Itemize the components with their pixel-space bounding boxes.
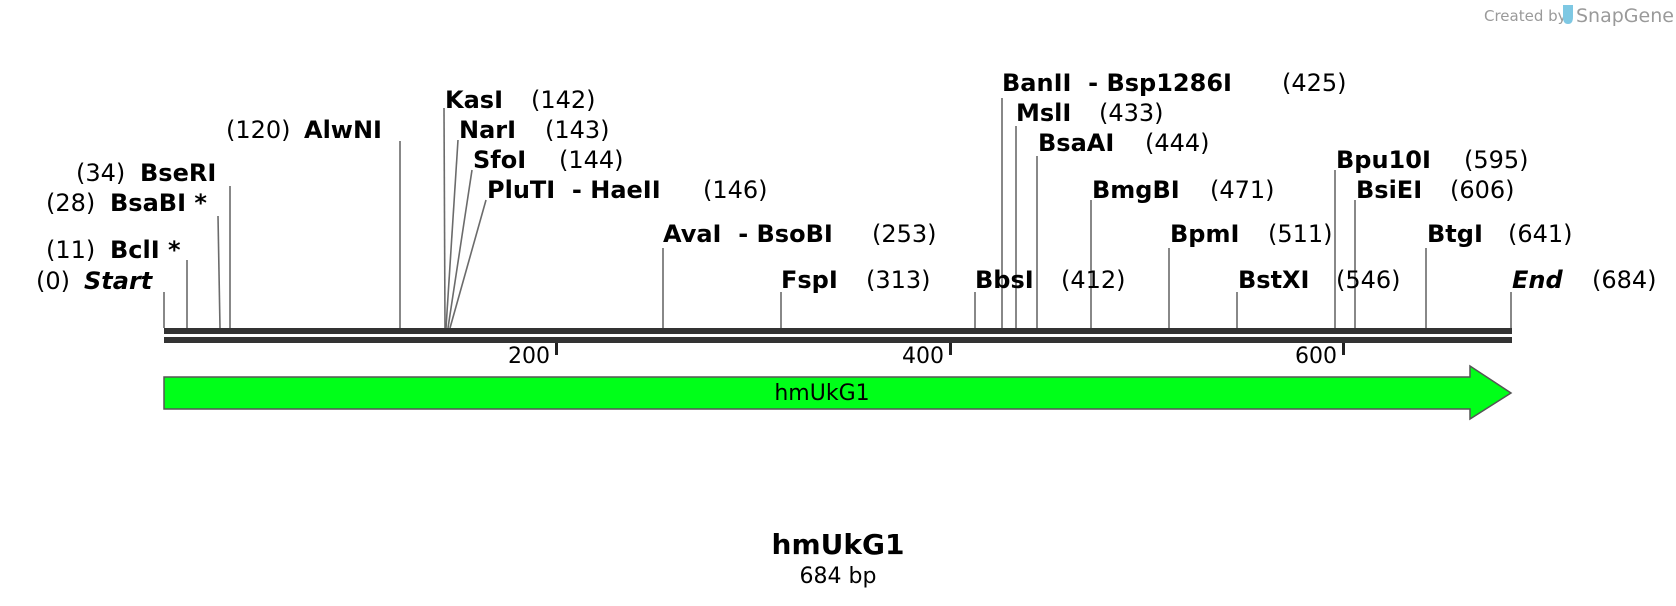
enzyme-name-start: Start — [84, 267, 154, 295]
ruler-tick-600 — [1342, 343, 1345, 355]
enzyme-name-bsiei: BsiEI — [1356, 176, 1422, 204]
enzyme-pos-bseri: (34) — [76, 159, 125, 187]
snapgene-logo-icon — [1563, 5, 1573, 24]
enzyme-pos-banii-bsp1286i: (425) — [1282, 69, 1347, 97]
enzyme-name-avai-bsobi: AvaI - BsoBI — [663, 220, 833, 248]
enzyme-name-msli: MslI — [1016, 99, 1071, 127]
enzyme-pos-pluti-haeii: (146) — [703, 176, 768, 204]
enzyme-name-sfoi: SfoI — [473, 146, 526, 174]
enzyme-name-bpu10i: Bpu10I — [1336, 146, 1431, 174]
enzyme-pos-end: (684) — [1592, 266, 1657, 294]
enzyme-pos-bpu10i: (595) — [1464, 146, 1529, 174]
kasi-line — [443, 107, 446, 329]
feature-arrow[interactable]: hmUkG1 — [163, 364, 1513, 421]
enzyme-pos-bsaai: (444) — [1145, 129, 1210, 157]
enzyme-pos-msli: (433) — [1099, 99, 1164, 127]
enzyme-name-bsabi: BsaBI * — [110, 189, 207, 217]
enzyme-name-pluti-haeii: PluTI - HaeII — [487, 176, 661, 204]
enzyme-pos-start: (0) — [36, 267, 70, 295]
enzyme-name-bstxi: BstXI — [1238, 266, 1309, 294]
enzyme-name-bmgbi: BmgBI — [1092, 176, 1180, 204]
enzyme-pos-alwni: (120) — [226, 116, 291, 144]
enzyme-name-nari: NarI — [459, 116, 516, 144]
ruler-label-200: 200 — [508, 344, 550, 369]
enzyme-pos-bsabi: (28) — [46, 189, 95, 217]
ruler-label-400: 400 — [902, 344, 944, 369]
bsabi-line — [217, 215, 221, 329]
enzyme-name-btgi: BtgI — [1427, 220, 1483, 248]
enzyme-pos-kasi: (142) — [531, 86, 596, 114]
enzyme-pos-nari: (143) — [545, 116, 610, 144]
ruler-tick-400 — [949, 343, 952, 355]
enzyme-name-end: End — [1512, 266, 1563, 294]
enzyme-pos-fspi: (313) — [866, 266, 931, 294]
enzyme-name-bseri: BseRI — [140, 159, 216, 187]
ruler-tick-200 — [555, 343, 558, 355]
feature-label: hmUkG1 — [774, 381, 869, 406]
enzyme-pos-avai-bsobi: (253) — [872, 220, 937, 248]
enzyme-name-bpmi: BpmI — [1170, 220, 1239, 248]
enzyme-pos-sfoi: (144) — [559, 146, 624, 174]
sequence-backbone — [164, 328, 1512, 343]
ruler: 200 400 600 — [508, 343, 1345, 369]
snapgene-brand: SnapGene — [1576, 5, 1674, 27]
enzyme-name-bbsi: BbsI — [975, 266, 1034, 294]
enzyme-name-kasi: KasI — [445, 86, 503, 114]
enzyme-pos-bmgbi: (471) — [1210, 176, 1275, 204]
sfoi-line — [447, 169, 473, 329]
enzyme-pos-bbsi: (412) — [1061, 266, 1126, 294]
enzyme-name-alwni: AlwNI — [304, 116, 382, 144]
created-by-text: Created by — [1484, 7, 1567, 25]
enzyme-name-banii-bsp1286i: BanII - Bsp1286I — [1002, 69, 1232, 97]
pluti-line — [449, 199, 487, 329]
sequence-title: hmUkG1 — [772, 528, 905, 561]
cut-site-lines — [163, 98, 1512, 329]
enzyme-name-bcli: BclI * — [110, 236, 181, 264]
enzyme-labels: (0) Start (11) BclI * (28) BsaBI * (34) … — [36, 69, 1657, 295]
enzyme-pos-bsiei: (606) — [1450, 176, 1515, 204]
enzyme-pos-bcli: (11) — [46, 236, 95, 264]
enzyme-name-fspi: FspI — [781, 266, 838, 294]
ruler-label-600: 600 — [1295, 344, 1337, 369]
sequence-length: 684 bp — [800, 564, 877, 589]
nari-line — [445, 139, 459, 329]
enzyme-pos-btgi: (641) — [1508, 220, 1573, 248]
enzyme-pos-bpmi: (511) — [1268, 220, 1333, 248]
enzyme-pos-bstxi: (546) — [1336, 266, 1401, 294]
enzyme-name-bsaai: BsaAI — [1038, 129, 1114, 157]
